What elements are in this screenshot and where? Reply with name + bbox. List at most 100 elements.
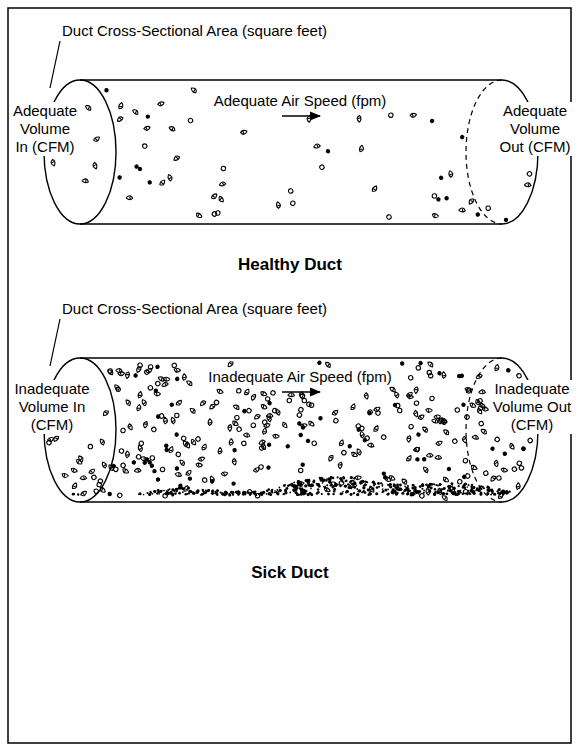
settled-dust: [253, 492, 255, 494]
dust-particle: [419, 493, 425, 499]
dust-particle: [266, 413, 273, 418]
dust-particle: [455, 407, 460, 412]
dust-particle: [437, 371, 441, 375]
dust-particle: [476, 407, 482, 415]
settled-dust: [452, 487, 455, 490]
settled-dust: [332, 493, 334, 495]
dust-particle: [359, 425, 365, 431]
dust-particle: [201, 443, 208, 451]
settled-dust: [276, 489, 278, 491]
dust-particle: [226, 361, 234, 368]
dust-particle: [138, 167, 142, 171]
settled-dust: [171, 488, 174, 491]
dust-particle: [364, 435, 370, 441]
settled-dust: [228, 493, 231, 496]
settled-dust: [404, 485, 406, 487]
dust-particle: [526, 171, 532, 177]
dust-particle: [490, 447, 494, 451]
settled-dust: [310, 483, 313, 486]
dust-particle: [232, 482, 235, 485]
settled-dust: [347, 483, 350, 486]
settled-dust: [486, 492, 489, 495]
settled-dust: [301, 488, 303, 490]
dust-particle: [51, 159, 55, 166]
dust-particle: [298, 433, 302, 437]
dust-particle: [308, 420, 315, 428]
dust-particle: [413, 447, 420, 452]
dust-particle: [182, 373, 187, 380]
settled-dust: [472, 492, 475, 495]
settled-dust: [365, 481, 367, 483]
dust-particle: [306, 402, 311, 407]
dust-particle: [102, 410, 110, 417]
settled-dust: [166, 492, 169, 495]
settled-dust: [378, 486, 380, 488]
dust-particle: [145, 368, 153, 374]
dust-particle: [151, 426, 157, 432]
settled-dust: [480, 492, 483, 495]
dust-particle: [125, 399, 131, 407]
settled-dust: [159, 490, 162, 493]
dust-particle: [298, 407, 304, 413]
dust-particle: [281, 421, 287, 429]
settled-dust: [249, 492, 251, 494]
settled-dust: [438, 489, 440, 491]
dust-particle: [447, 467, 451, 471]
dust-particle: [449, 171, 453, 178]
dust-particle: [382, 472, 386, 476]
settled-dust: [293, 485, 296, 488]
settled-dust: [366, 481, 368, 483]
dust-particle: [176, 452, 181, 457]
dust-particle: [394, 391, 399, 398]
settled-dust: [353, 482, 356, 485]
settled-dust: [340, 492, 343, 495]
settled-dust: [189, 490, 191, 492]
dust-particle: [327, 454, 334, 462]
dust-particle: [116, 387, 121, 392]
dust-particle: [228, 438, 234, 446]
dust-particle: [168, 125, 176, 132]
dust-particle: [246, 408, 252, 414]
settled-dust: [143, 494, 145, 496]
dust-particle: [158, 102, 165, 107]
dust-particle: [317, 361, 321, 365]
dust-particle: [119, 448, 125, 454]
dust-particle: [479, 421, 484, 426]
settled-dust: [304, 490, 306, 492]
dust-particle: [409, 424, 414, 429]
settled-dust: [294, 486, 297, 489]
dust-particle: [71, 482, 78, 489]
dust-particle: [461, 402, 466, 407]
settled-dust: [470, 493, 472, 495]
settled-dust: [344, 485, 347, 488]
settled-dust: [433, 493, 436, 496]
air-speed-label: Adequate Air Speed (fpm): [212, 92, 389, 110]
dust-particle: [486, 206, 491, 211]
settled-dust: [228, 493, 230, 495]
dust-particle: [511, 466, 517, 472]
dust-particle: [301, 425, 306, 430]
dust-particle: [70, 467, 78, 474]
dust-particle: [347, 444, 351, 448]
settled-dust: [382, 490, 385, 493]
dust-particle: [314, 144, 321, 148]
dust-particle: [163, 417, 168, 424]
dust-particle: [326, 149, 331, 154]
dust-particle: [331, 480, 338, 488]
dust-particle: [137, 391, 143, 399]
dust-particle: [475, 374, 482, 380]
settled-dust: [333, 490, 336, 493]
dust-particle: [527, 437, 533, 443]
leader-line: [50, 319, 60, 366]
settled-dust: [381, 491, 383, 493]
dust-particle: [364, 393, 368, 400]
dust-particle: [496, 475, 502, 481]
dust-particle: [428, 373, 433, 378]
settled-dust: [211, 489, 214, 492]
settled-dust: [153, 490, 156, 493]
settled-dust: [308, 479, 310, 481]
dust-particle: [159, 413, 165, 419]
settled-dust: [260, 493, 263, 496]
dust-particle: [337, 462, 343, 470]
